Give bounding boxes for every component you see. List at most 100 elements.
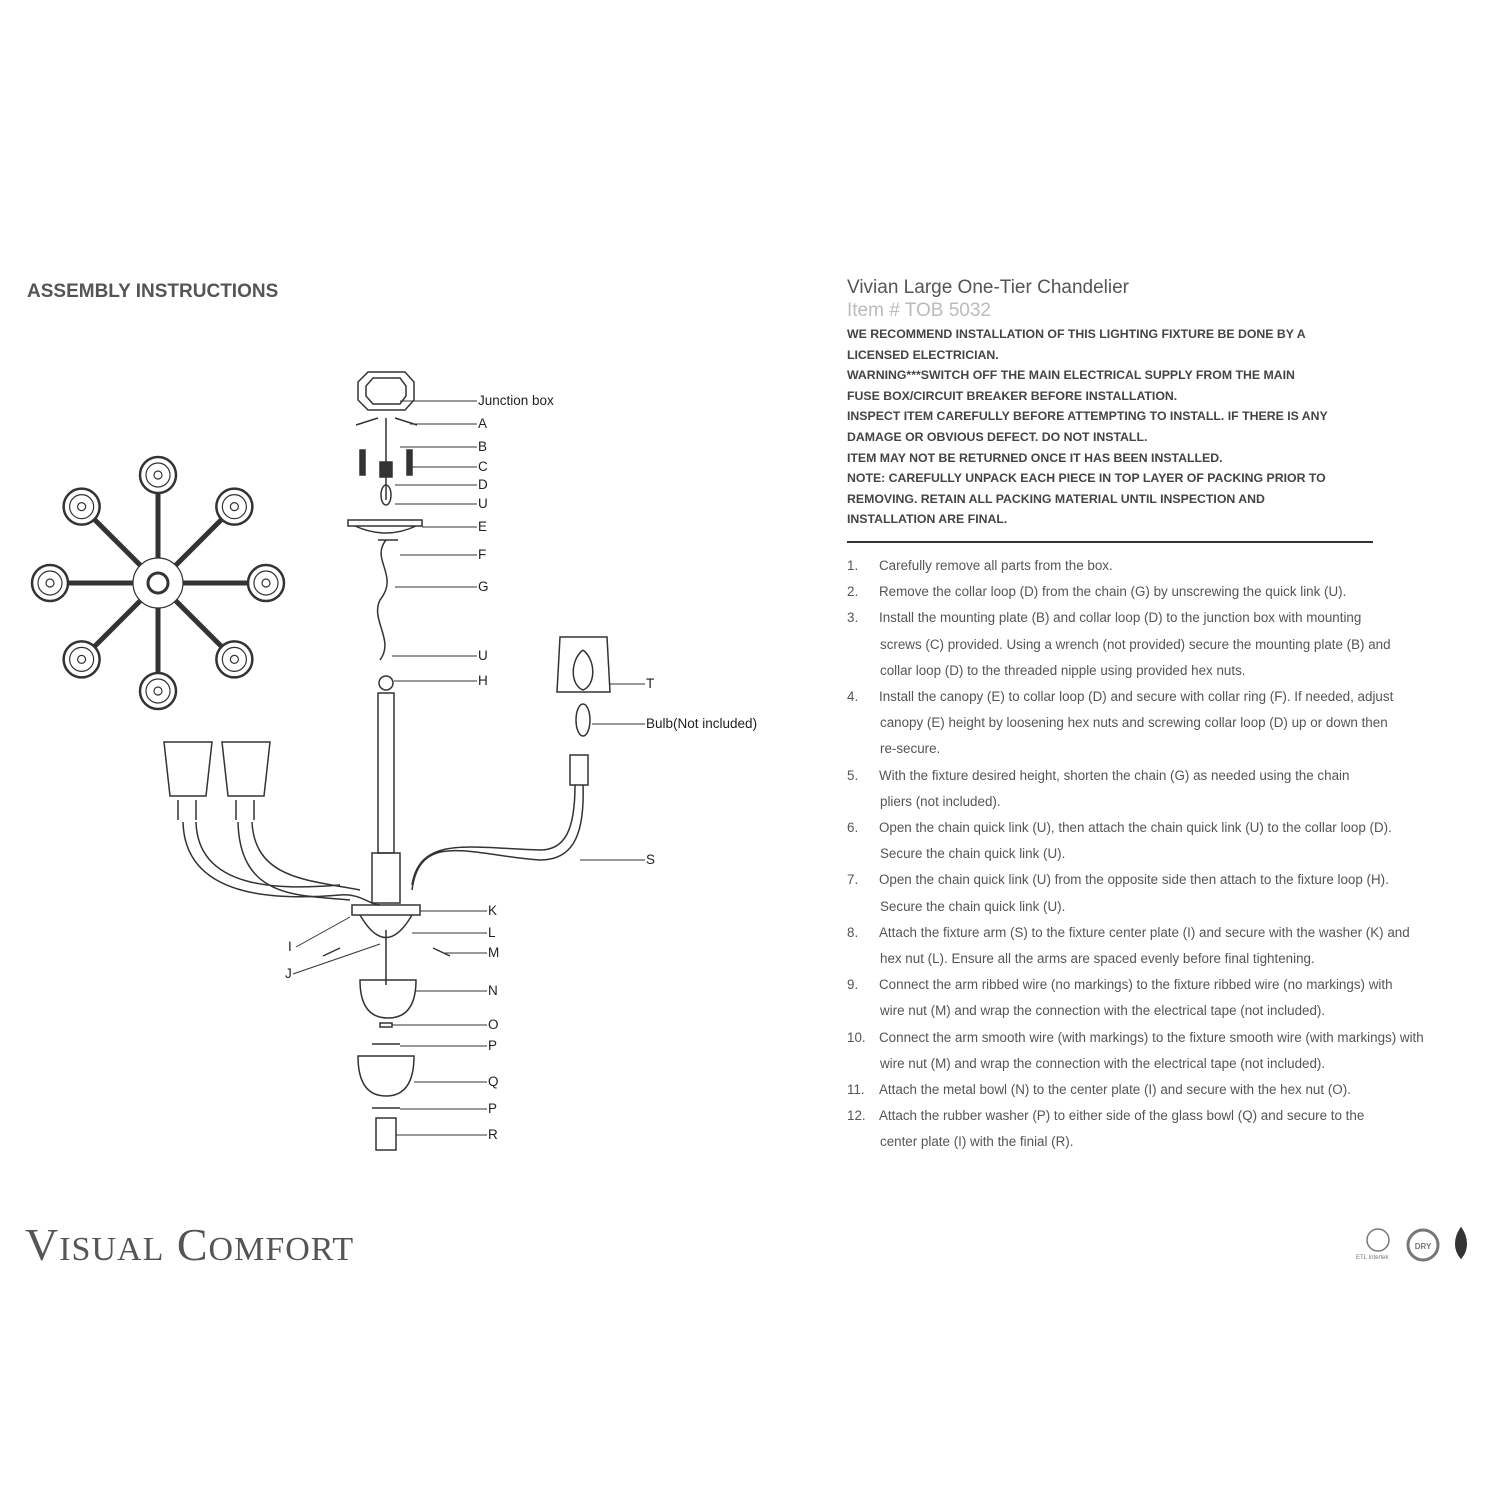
bowls (357, 979, 417, 1151)
warning-line: WE RECOMMEND INSTALLATION OF THIS LIGHTI… (847, 327, 1306, 341)
step-text: re-secure. (880, 741, 941, 757)
arm-cup-icon (145, 462, 171, 488)
arm-cup-icon (30, 563, 70, 603)
arm-cup-icon (62, 487, 101, 526)
step-text: canopy (E) height by loosening hex nuts … (880, 715, 1388, 731)
warning-line: FUSE BOX/CIRCUIT BREAKER BEFORE INSTALLA… (847, 388, 1178, 403)
part-label: U (478, 648, 488, 663)
step-number: 12. (847, 1108, 866, 1124)
arm-cup-icon (221, 646, 247, 672)
step-text: Attach the fixture arm (S) to the fixtur… (879, 924, 1410, 940)
part-label: U (478, 496, 488, 511)
arm-spoke (92, 517, 143, 568)
cert-icons: DRY (1366, 1226, 1467, 1262)
warning-line: WARNING***SWITCH OFF THE MAIN ELECTRICAL… (847, 368, 1295, 383)
step-text: Install the canopy (E) to collar loop (D… (879, 689, 1394, 704)
part-label: I (288, 939, 292, 954)
step-text: wire nut (M) and wrap the connection wit… (880, 1055, 1326, 1071)
step-number: 9. (847, 977, 859, 993)
item-number: Item # TOB 5032 (847, 300, 991, 321)
dry-rating-icon: DRY (1415, 1242, 1432, 1251)
step-text: Connect the arm ribbed wire (no markings… (879, 977, 1393, 993)
step-number: 1. (847, 558, 859, 573)
arm-cup-icon (253, 570, 279, 596)
step-text: Connect the arm smooth wire (with markin… (879, 1029, 1424, 1045)
arm-cup-icon (69, 494, 95, 520)
top-view-diagram (30, 455, 286, 711)
arm-cup-icon (221, 494, 247, 520)
arm-cup-icon (77, 502, 87, 512)
part-label: J (285, 966, 292, 981)
step-text: Attach the metal bowl (N) to the center … (879, 1082, 1351, 1097)
step-number: 5. (847, 767, 859, 783)
candle-bulb-icon (1455, 1226, 1467, 1260)
divider (847, 541, 1373, 543)
warning-line: DAMAGE OR OBVIOUS DEFECT. DO NOT INSTALL… (847, 430, 1148, 444)
step-text: Carefully remove all parts from the box. (879, 558, 1113, 573)
step-text: center plate (I) with the finial (R). (880, 1134, 1074, 1150)
junction-box-icon (355, 371, 418, 506)
part-label: N (488, 983, 498, 998)
step-text: Install the mounting plate (B) and colla… (879, 610, 1362, 626)
step-text: Attach the rubber washer (P) to either s… (879, 1108, 1365, 1124)
arm-cup-icon (215, 640, 254, 679)
part-label: A (478, 416, 488, 431)
arm-cup-icon (229, 502, 239, 512)
warning-line: NOTE: CAREFULLY UNPACK EACH PIECE IN TOP… (847, 471, 1326, 486)
step-text: Open the chain quick link (U), then atta… (879, 820, 1392, 835)
step-text: screws (C) provided. Using a wrench (not… (880, 636, 1391, 652)
part-label: Junction box (478, 393, 554, 408)
part-label: P (488, 1101, 498, 1116)
canopy (347, 519, 423, 661)
brand-logo: VISUAL COMFORT (25, 1219, 355, 1270)
part-label: E (478, 519, 488, 534)
arm-cup-icon (246, 563, 286, 603)
part-label: Bulb(Not included) (646, 716, 758, 731)
step-text: collar loop (D) to the threaded nipple u… (880, 662, 1246, 678)
part-label: Q (488, 1074, 499, 1089)
step-text: wire nut (M) and wrap the connection wit… (880, 1003, 1326, 1019)
part-label: S (646, 852, 656, 867)
part-label: P (488, 1038, 498, 1053)
step-number: 2. (847, 584, 859, 600)
arm-cup-icon (138, 671, 178, 711)
arm-cup-icon (69, 646, 95, 672)
part-label: M (488, 945, 500, 960)
step-number: 7. (847, 872, 859, 888)
chandelier-arms (163, 636, 611, 906)
part-label: R (488, 1127, 498, 1142)
warning-line: REMOVING. RETAIN ALL PACKING MATERIAL UN… (847, 491, 1265, 506)
warning-line: LICENSED ELECTRICIAN. (847, 347, 999, 362)
step-number: 4. (847, 689, 859, 704)
part-label: T (646, 676, 655, 691)
step-number: 3. (847, 610, 859, 626)
step-number: 11. (847, 1082, 865, 1097)
leader-line (292, 943, 381, 975)
leader-line (295, 916, 351, 948)
arm-cup-icon (153, 686, 163, 696)
arm-cup-icon (229, 654, 239, 664)
product-title: Vivian Large One-Tier Chandelier (847, 277, 1129, 298)
part-label: K (488, 903, 498, 918)
step-text: Open the chain quick link (U) from the o… (879, 872, 1389, 888)
arm-cup-icon (153, 470, 163, 480)
warning-line: ITEM MAY NOT BE RETURNED ONCE IT HAS BEE… (847, 450, 1223, 465)
part-label: B (478, 439, 488, 454)
arm-cup-icon (138, 455, 178, 495)
center-column (322, 675, 451, 985)
part-label: H (478, 673, 488, 688)
arm-spoke (92, 598, 143, 649)
arm-cup-icon (62, 640, 101, 679)
arm-cup-icon (45, 578, 55, 588)
part-label: D (478, 477, 488, 492)
step-text: Remove the collar loop (D) from the chai… (879, 584, 1347, 600)
part-label: O (488, 1017, 499, 1032)
step-text: With the fixture desired height, shorten… (879, 767, 1350, 783)
step-number: 10. (847, 1029, 866, 1045)
step-text: Secure the chain quick link (U). (880, 846, 1066, 862)
step-number: 6. (847, 820, 859, 835)
arm-cup-icon (145, 678, 171, 704)
part-label: L (488, 925, 496, 940)
arm-cup-icon (261, 578, 271, 588)
